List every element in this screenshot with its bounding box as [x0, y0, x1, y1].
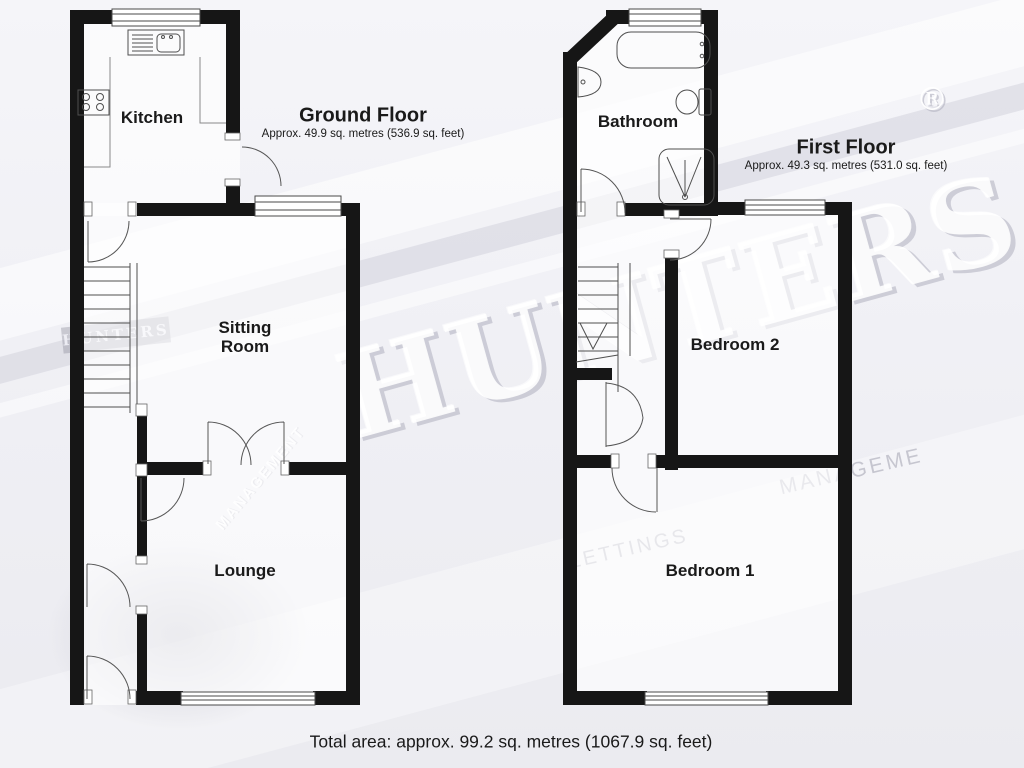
ground-floor-footprint	[70, 10, 360, 705]
basin-icon	[577, 66, 602, 98]
registered-trademark-icon: ®	[916, 80, 948, 118]
ground-floor-area: Approx. 49.9 sq. metres (536.9 sq. feet)	[261, 128, 465, 140]
ground-floor-stairs	[84, 263, 138, 413]
shower-icon	[658, 148, 715, 206]
ground-floor-windows	[111, 8, 342, 706]
first-floor-footprint	[563, 10, 852, 705]
chamfer-wall	[563, 10, 621, 67]
bathtub-icon	[616, 31, 711, 69]
first-floor-stairs	[575, 263, 631, 392]
room-label-bathroom: Bathroom	[597, 112, 679, 131]
room-label-bedroom-2: Bedroom 2	[690, 335, 780, 354]
ground-floor-doors	[86, 146, 285, 700]
kitchen-sink-icon	[127, 29, 185, 56]
first-floor-doors	[580, 168, 712, 513]
kitchen-hob-icon	[77, 89, 110, 116]
first-floor-area: Approx. 49.3 sq. metres (531.0 sq. feet)	[744, 160, 948, 172]
total-area-label: Total area: approx. 99.2 sq. metres (106…	[309, 731, 713, 752]
first-floor-title: First Floor	[796, 136, 896, 159]
stairs-direction-arrow	[579, 322, 608, 351]
ground-floor-title: Ground Floor	[299, 104, 427, 127]
toilet-icon	[675, 88, 712, 116]
ground-floor-door-jambs	[83, 132, 290, 705]
room-label-kitchen: Kitchen	[120, 108, 184, 127]
room-label-sitting-room: Sitting Room	[218, 318, 272, 356]
room-label-lounge: Lounge	[214, 561, 276, 580]
ground-floor-plan	[70, 8, 360, 706]
room-label-bedroom-1: Bedroom 1	[665, 561, 755, 580]
first-floor-windows	[628, 8, 826, 706]
kitchen-counter-outline	[84, 57, 226, 168]
first-floor-plan	[563, 8, 852, 706]
